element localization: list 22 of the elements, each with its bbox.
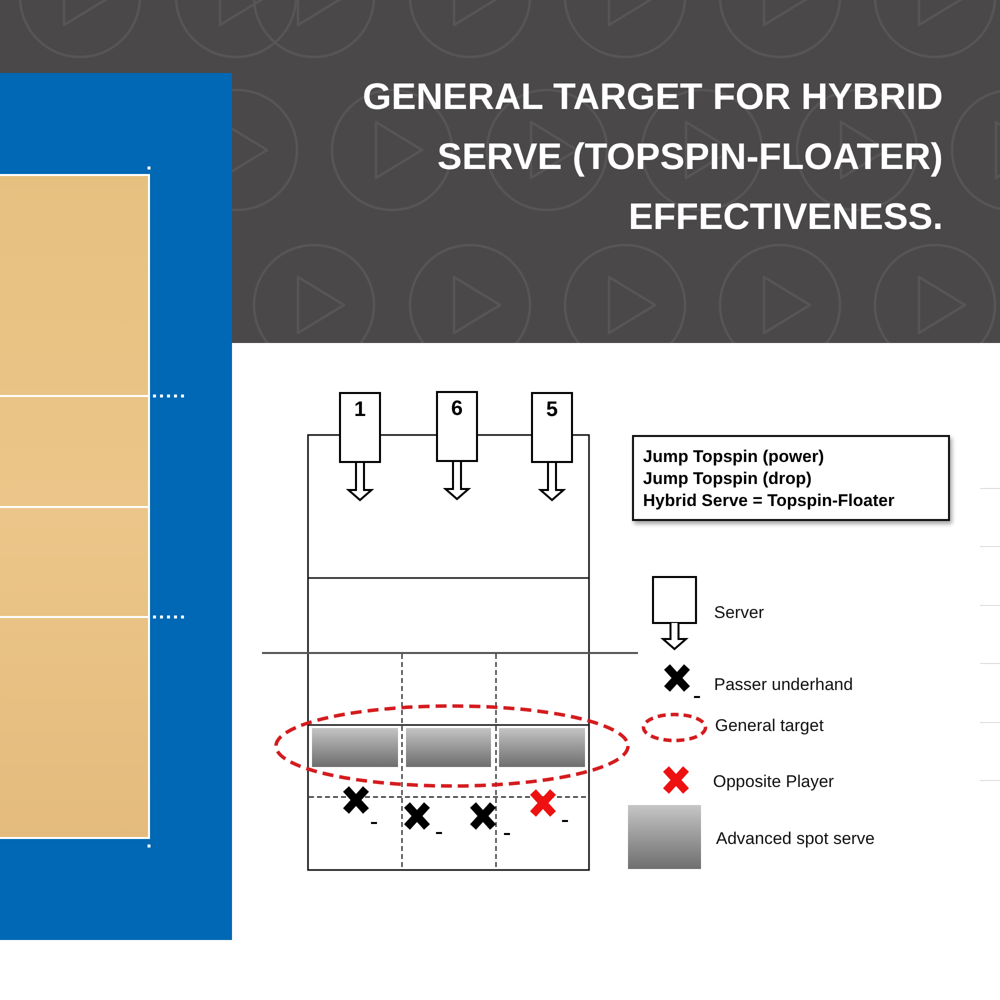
legend-text: General target	[715, 716, 824, 736]
server-box	[339, 392, 381, 463]
arrow	[442, 461, 472, 500]
legend-text: Advanced spot serve	[716, 829, 875, 849]
title: GENERAL TARGET FOR HYBRID SERVE (TOPSPIN-FLOATER) EFFECTIVENESS.	[362, 75, 943, 239]
arrow	[346, 462, 374, 502]
spot-serve-zone	[406, 728, 491, 767]
spot-serve-zone	[499, 728, 585, 767]
server-box	[436, 391, 478, 462]
position-number: 1	[354, 398, 366, 422]
legend-text: Passer underhand	[714, 675, 853, 695]
legend-text: Opposite Player	[713, 772, 834, 792]
server-box	[531, 392, 573, 463]
spot-serve-zone	[312, 728, 398, 767]
position-number: 5	[546, 398, 558, 422]
info-box	[632, 435, 950, 521]
position-number: 6	[451, 397, 463, 421]
legend-text: Server	[714, 603, 764, 623]
arrow	[538, 462, 566, 502]
serve-type-text: Hybrid Serve = Topspin-Floater	[643, 490, 896, 512]
serve-type-text: Jump Topspin (power)	[643, 446, 826, 468]
serve-type-text: Jump Topspin (drop)	[643, 468, 813, 490]
